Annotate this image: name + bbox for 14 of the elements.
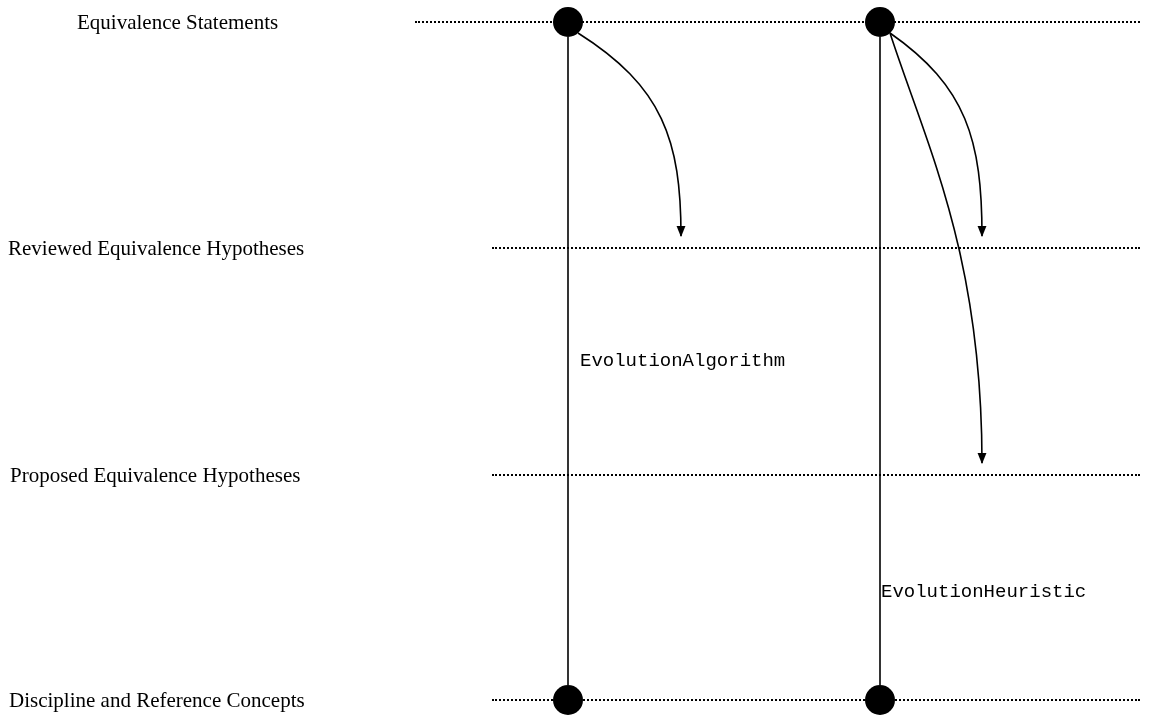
curved-arrow bbox=[889, 32, 987, 465]
level-label: Discipline and Reference Concepts bbox=[9, 688, 305, 712]
dot-marker bbox=[553, 685, 583, 715]
level-label: Proposed Equivalence Hypotheses bbox=[10, 463, 301, 487]
curved-arrow bbox=[577, 32, 686, 238]
curved-arrow bbox=[889, 32, 987, 238]
connector-line bbox=[567, 36, 569, 686]
dot-marker bbox=[865, 7, 895, 37]
connector-line bbox=[879, 36, 881, 686]
dot-marker bbox=[553, 7, 583, 37]
edge-label: EvolutionAlgorithm bbox=[580, 350, 786, 372]
dot-marker bbox=[865, 685, 895, 715]
level-label: Equivalence Statements bbox=[77, 10, 279, 34]
level-label: Reviewed Equivalence Hypotheses bbox=[8, 236, 305, 260]
